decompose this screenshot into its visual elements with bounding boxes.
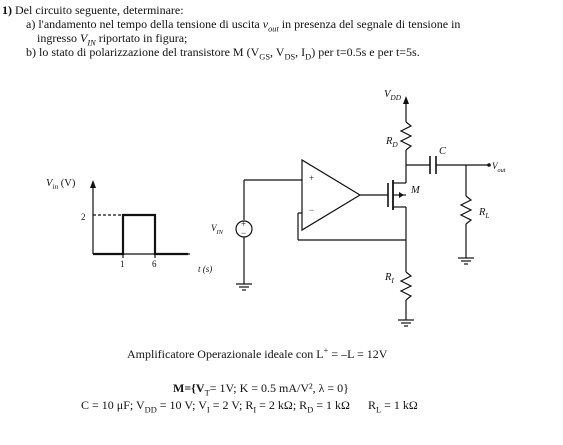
mosfet-params: M={VT= 1V; K = 0.5 mA/V², λ = 0} — [173, 381, 349, 398]
label-rd: RD — [386, 136, 398, 150]
graph-ytick: 2 — [81, 212, 86, 222]
part-a-tail: in presenza del segnale di tensione in — [281, 17, 461, 31]
component-values: C = 10 μF; VDD = 10 V; VI = 2 V; RI = 2 … — [81, 398, 418, 415]
label-ri: RI — [385, 272, 394, 286]
graph-xtick-1: 1 — [120, 259, 125, 269]
problem-intro: Del circuito seguente, determinare: — [15, 3, 184, 17]
graph-xtick-6: 6 — [152, 259, 157, 269]
problem-statement: 1) Del circuito seguente, determinare: — [2, 3, 184, 17]
vout-symbol: vout — [262, 17, 279, 34]
opamp-plus: + — [309, 173, 315, 183]
label-vdd: VDD — [384, 89, 402, 103]
part-b-line: b) lo stato di polarizzazione del transi… — [26, 45, 420, 62]
graph-ylabel: Vin (V) — [46, 178, 76, 192]
part-a-line2-tail: riportato in figura; — [98, 31, 188, 45]
vin-source-minus: − — [241, 228, 247, 238]
part-a-line1: a) l'andamento nel tempo della tensione … — [26, 17, 461, 34]
vin-source-plus: + — [241, 219, 247, 229]
opamp-minus: − — [309, 205, 315, 215]
label-capacitor: C — [439, 146, 447, 157]
problem-number: 1) — [2, 3, 12, 17]
label-vout: Vout — [492, 161, 506, 174]
part-b-text: b) lo stato di polarizzazione del transi… — [26, 45, 260, 59]
part-a-text: a) l'andamento nel tempo della tensione … — [26, 17, 260, 31]
part-a-line2: ingresso VIN riportato in figura; — [37, 31, 188, 48]
resistor-ri — [399, 271, 413, 301]
label-mosfet: M — [411, 185, 420, 196]
graph-y-arrow — [90, 180, 96, 188]
resistor-rl — [459, 195, 473, 225]
vin-pulse — [93, 213, 188, 256]
graph-xlabel: t (s) — [198, 264, 213, 274]
opamp-triangle — [301, 158, 362, 232]
label-rl: RL — [479, 207, 490, 221]
opamp-spec: Amplificatore Operazionale ideale con L+… — [127, 346, 388, 361]
label-vin: VIN — [211, 223, 223, 236]
resistor-rd — [399, 121, 413, 151]
vout-node — [487, 163, 491, 167]
part-a-line2-head: ingresso — [37, 31, 77, 45]
vin-symbol: VIN — [80, 31, 96, 48]
